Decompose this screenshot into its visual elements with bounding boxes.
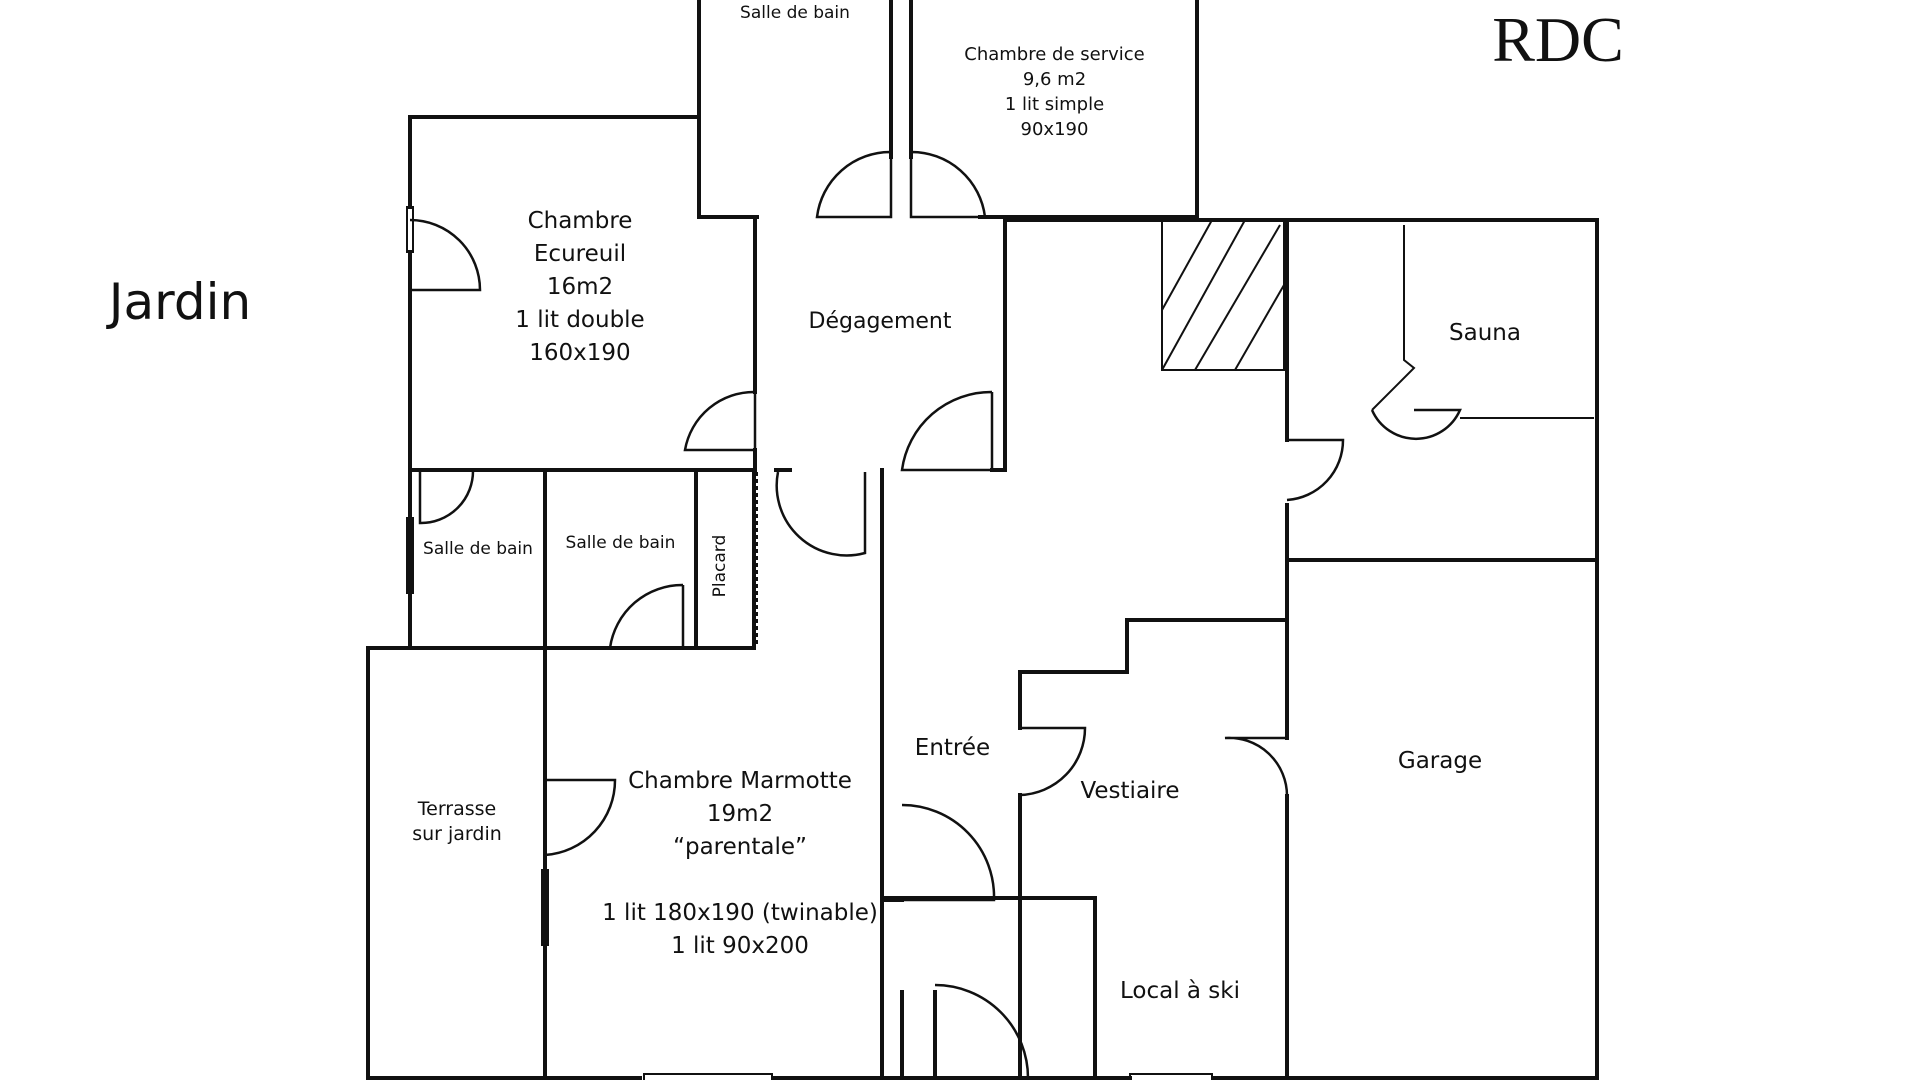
room-sauna: Sauna bbox=[1449, 320, 1521, 346]
walls-center bbox=[1003, 218, 1289, 562]
walls-garage-vestiaire bbox=[880, 558, 1289, 1080]
room-terrasse: Terrasse sur jardin bbox=[412, 798, 502, 845]
room-vestiaire: Vestiaire bbox=[1080, 778, 1180, 804]
room-local-ski: Local à ski bbox=[1119, 978, 1241, 1004]
room-garage: Garage bbox=[1397, 748, 1483, 774]
walls-chambre-ecureuil bbox=[408, 115, 757, 650]
room-placard: Placard bbox=[709, 534, 730, 598]
walls-sauna bbox=[1285, 218, 1599, 1080]
room-degagement: Dégagement bbox=[808, 309, 952, 334]
walls-entree bbox=[880, 468, 1022, 1080]
room-chambre-service: Chambre de service 9,6 m2 1 lit simple 9… bbox=[964, 44, 1145, 140]
room-entree: Entrée bbox=[914, 735, 991, 761]
jardin-label: Jardin bbox=[108, 273, 252, 331]
door-swings bbox=[409, 150, 1462, 1080]
room-salle-de-bain-top: Salle de bain bbox=[740, 3, 850, 23]
walls-top-rooms bbox=[697, 0, 1199, 219]
room-salle-de-bain-mid: Salle de bain bbox=[565, 533, 676, 553]
room-chambre-marmotte: Chambre Marmotte 19m2 “parentale” 1 lit … bbox=[602, 768, 878, 959]
windows bbox=[406, 206, 1213, 1080]
page-heading: RDC bbox=[1492, 4, 1624, 75]
walls-terrasse-marmotte bbox=[366, 646, 547, 1080]
room-chambre-ecureuil: Chambre Ecureuil 16m2 1 lit double 160x1… bbox=[515, 208, 645, 366]
room-salle-de-bain-left: Salle de bain bbox=[423, 539, 533, 559]
